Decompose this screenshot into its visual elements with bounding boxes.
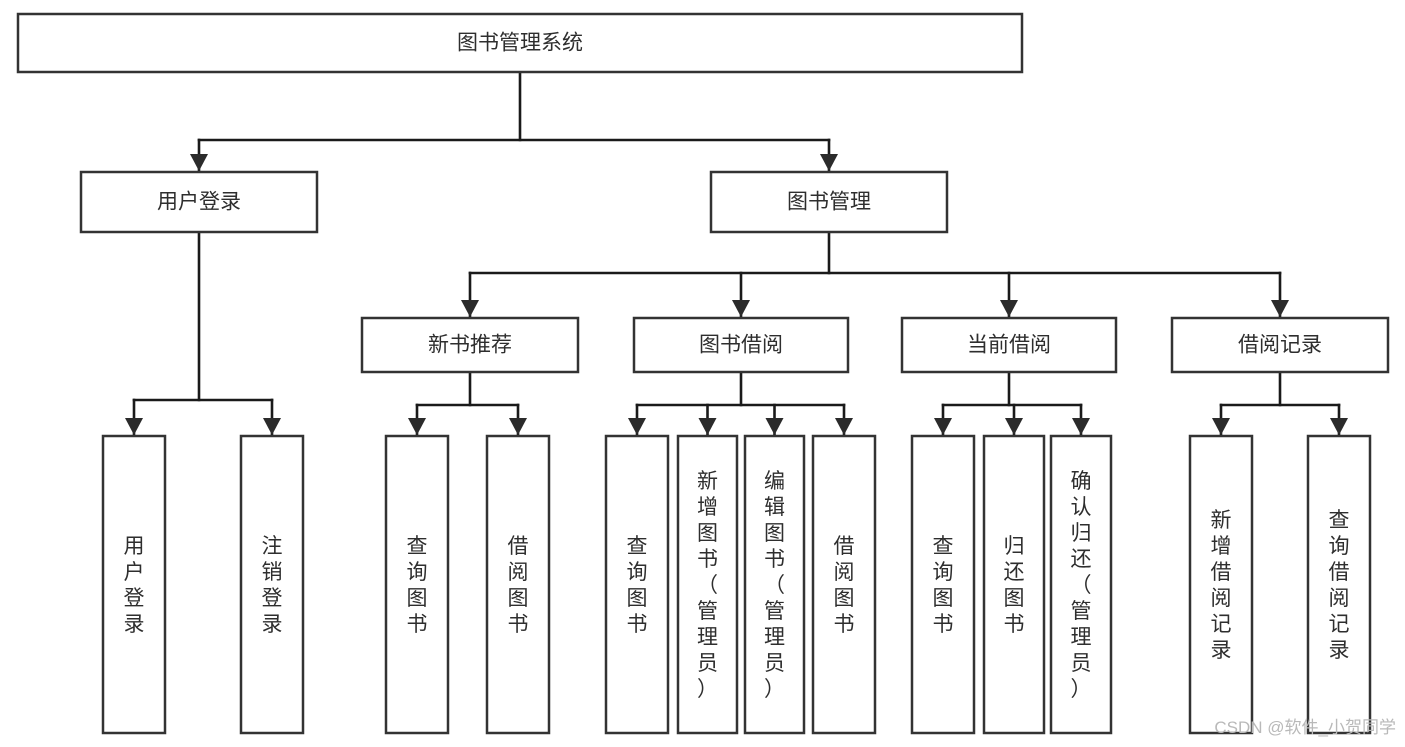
node-label-leaf-edit-book-admin: 编辑图书（管理员） (764, 470, 785, 701)
node-label-leaf-borrow-book-recommend: 借阅图书 (508, 535, 529, 636)
node-label-leaf-add-book-admin: 新增图书（管理员） (697, 470, 718, 701)
node-box-leaf-return-book[interactable] (982, 434, 1046, 735)
node-leaf-query-book-recommend[interactable]: 查询图书 (384, 434, 450, 735)
node-label-leaf-query-book-recommend: 查询图书 (407, 535, 428, 636)
node-box-borrow-record[interactable] (1170, 316, 1390, 374)
node-box-leaf-user-login[interactable] (101, 434, 167, 735)
node-box-leaf-add-book-admin[interactable] (676, 434, 739, 735)
bookmanage-to-l3-arrow-3 (1271, 300, 1289, 317)
node-label-leaf-query-book-borrow: 查询图书 (627, 535, 648, 636)
node-leaf-query-book-borrow[interactable]: 查询图书 (604, 434, 670, 735)
book-borrow-to-leaves-arrow-2 (765, 418, 784, 435)
node-label-leaf-query-borrow-record: 查询借阅记录 (1329, 509, 1350, 662)
node-label-leaf-user-login: 用户登录 (124, 535, 145, 636)
node-leaf-query-borrow-record[interactable]: 查询借阅记录 (1306, 434, 1372, 735)
node-root[interactable]: 图书管理系统 (16, 12, 1024, 74)
node-box-leaf-user-logout[interactable] (239, 434, 305, 735)
new-book-recommend-to-leaves-arrow-1 (509, 418, 527, 435)
node-label-current-borrow: 当前借阅 (967, 334, 1051, 357)
current-borrow-to-leaves-arrow-2 (1072, 418, 1090, 435)
node-book-manage[interactable]: 图书管理 (709, 170, 949, 234)
node-label-root: 图书管理系统 (457, 32, 583, 55)
node-leaf-add-borrow-record[interactable]: 新增借阅记录 (1188, 434, 1254, 735)
node-label-leaf-confirm-return-admin: 确认归还（管理员） (1071, 470, 1092, 701)
node-label-book-borrow: 图书借阅 (699, 334, 783, 357)
bookmanage-to-l3-arrow-2 (1000, 300, 1018, 317)
bookmanage-to-l3-arrow-1 (732, 300, 750, 317)
borrow-record-to-leaves-arrow-1 (1330, 418, 1348, 435)
borrow-record-to-leaves-arrow-0 (1212, 418, 1230, 435)
node-box-leaf-borrow-book[interactable] (811, 434, 877, 735)
node-box-leaf-edit-book-admin[interactable] (743, 434, 806, 735)
book-borrow-to-leaves-arrow-0 (628, 418, 646, 435)
node-leaf-edit-book-admin[interactable]: 编辑图书（管理员） (743, 434, 806, 735)
node-leaf-user-logout[interactable]: 注销登录 (239, 434, 305, 735)
node-label-leaf-borrow-book: 借阅图书 (834, 535, 855, 636)
root-to-l2-arrow-1 (820, 154, 838, 171)
node-leaf-confirm-return-admin[interactable]: 确认归还（管理员） (1049, 434, 1113, 735)
node-label-leaf-user-logout: 注销登录 (262, 535, 283, 636)
current-borrow-to-leaves-arrow-0 (934, 418, 952, 435)
node-new-book-recommend[interactable]: 新书推荐 (360, 316, 580, 374)
node-label-borrow-record: 借阅记录 (1238, 334, 1322, 357)
user-login-to-leaves-arrow-1 (263, 418, 281, 435)
node-box-leaf-query-book-recommend[interactable] (384, 434, 450, 735)
node-box-book-manage[interactable] (709, 170, 949, 234)
root-to-l2-arrow-0 (190, 154, 208, 171)
connectors-layer (125, 70, 1348, 437)
node-leaf-query-book-current[interactable]: 查询图书 (910, 434, 976, 735)
node-book-borrow[interactable]: 图书借阅 (632, 316, 850, 374)
node-label-user-login: 用户登录 (157, 191, 241, 214)
nodes-layer: 图书管理系统用户登录图书管理新书推荐图书借阅当前借阅借阅记录用户登录注销登录查询… (16, 12, 1390, 735)
node-label-leaf-add-borrow-record: 新增借阅记录 (1211, 509, 1232, 662)
node-leaf-borrow-book-recommend[interactable]: 借阅图书 (485, 434, 551, 735)
book-borrow-to-leaves-arrow-1 (698, 418, 717, 435)
node-box-leaf-confirm-return-admin[interactable] (1049, 434, 1113, 735)
node-label-book-manage: 图书管理 (787, 191, 871, 214)
node-user-login[interactable]: 用户登录 (79, 170, 319, 234)
node-box-leaf-borrow-book-recommend[interactable] (485, 434, 551, 735)
node-box-new-book-recommend[interactable] (360, 316, 580, 374)
node-label-leaf-return-book: 归还图书 (1004, 535, 1025, 636)
node-leaf-add-book-admin[interactable]: 新增图书（管理员） (676, 434, 739, 735)
user-login-to-leaves-arrow-0 (125, 418, 143, 435)
node-leaf-borrow-book[interactable]: 借阅图书 (811, 434, 877, 735)
node-box-leaf-query-book-current[interactable] (910, 434, 976, 735)
node-box-leaf-query-borrow-record[interactable] (1306, 434, 1372, 735)
node-label-leaf-query-book-current: 查询图书 (933, 535, 954, 636)
node-box-user-login[interactable] (79, 170, 319, 234)
bookmanage-to-l3-arrow-0 (461, 300, 479, 317)
book-borrow-to-leaves-arrow-3 (835, 418, 853, 435)
node-label-new-book-recommend: 新书推荐 (428, 334, 512, 357)
node-leaf-user-login[interactable]: 用户登录 (101, 434, 167, 735)
csdn-watermark: CSDN @软件_小贺同学 (1214, 718, 1396, 737)
node-box-book-borrow[interactable] (632, 316, 850, 374)
new-book-recommend-to-leaves-arrow-0 (408, 418, 426, 435)
node-leaf-return-book[interactable]: 归还图书 (982, 434, 1046, 735)
node-borrow-record[interactable]: 借阅记录 (1170, 316, 1390, 374)
current-borrow-to-leaves-arrow-1 (1005, 418, 1023, 435)
node-box-root[interactable] (16, 12, 1024, 74)
node-box-leaf-query-book-borrow[interactable] (604, 434, 670, 735)
node-current-borrow[interactable]: 当前借阅 (900, 316, 1118, 374)
node-box-current-borrow[interactable] (900, 316, 1118, 374)
node-box-leaf-add-borrow-record[interactable] (1188, 434, 1254, 735)
